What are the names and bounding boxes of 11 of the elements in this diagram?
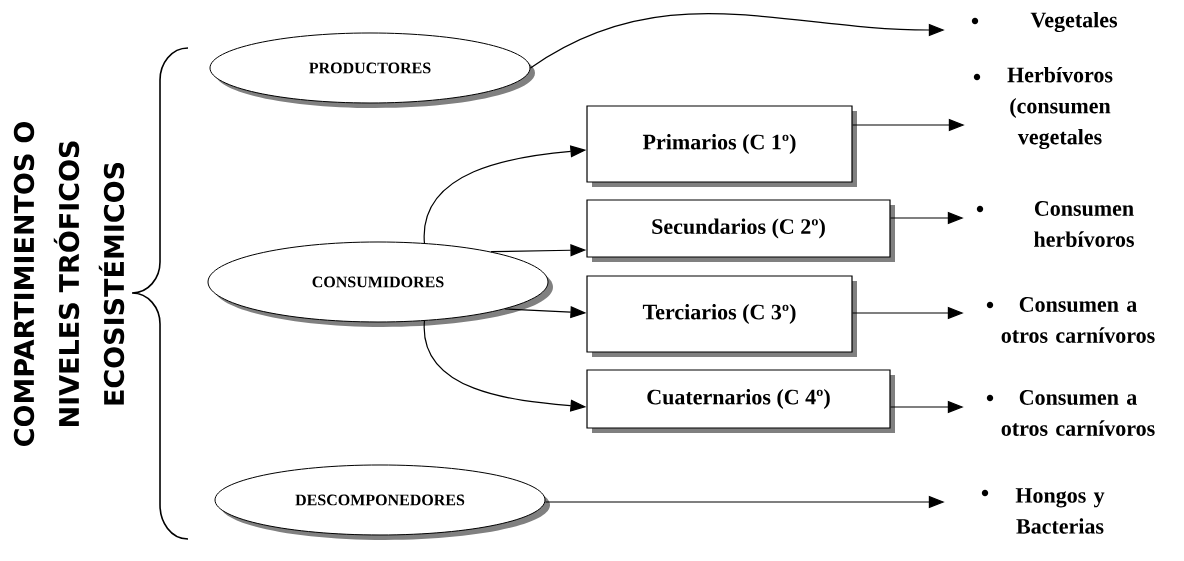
- process-box: Cuaternarios (C 4º): [586, 369, 895, 433]
- bullet-text: Hongos y Bacterias: [1015, 488, 1105, 534]
- process-box: Secundarios (C 2º): [586, 199, 895, 262]
- bullet-text: Consumen herbívoros: [1034, 201, 1134, 247]
- bullet-text: Vegetales: [1030, 11, 1118, 33]
- bullet-text: Consumen a otros carnívoros: [1001, 390, 1155, 436]
- process-box: Primarios (C 1º): [586, 105, 857, 187]
- process-box: Terciarios (C 3º): [586, 275, 857, 357]
- bullet-text: Herbívoros (consumen vegetales: [1007, 66, 1113, 150]
- bullet-text: Consumen a otros carnívoros: [1001, 297, 1155, 343]
- vertical-title: COMPARTIMIENTOS O NIVELES TRÓFICOS ECOSISTÉMICOS: [13, 122, 125, 446]
